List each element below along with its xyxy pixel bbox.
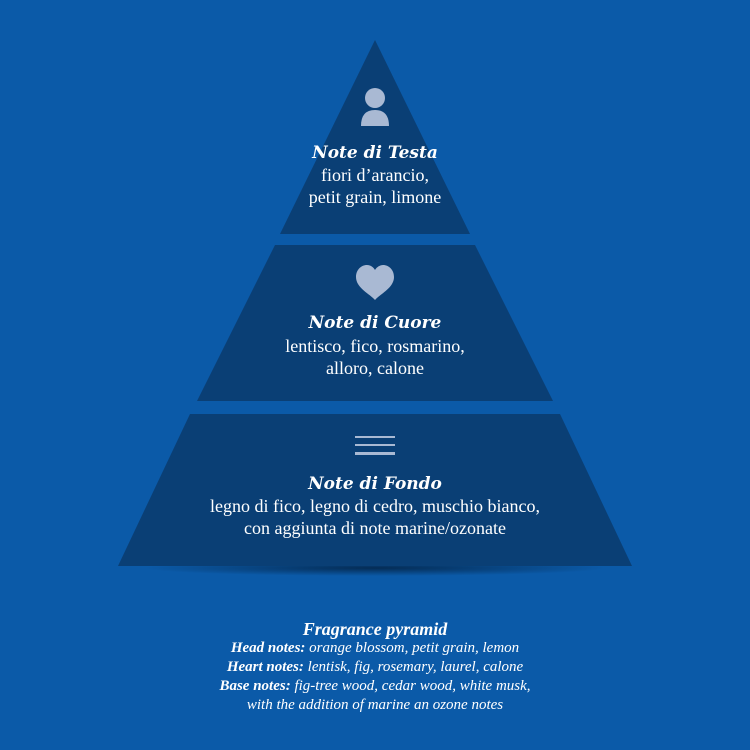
caption-base-notes-2: with the addition of marine an ozone not…	[246, 697, 504, 713]
bottom-tier-line-1: legno di fico, legno di cedro, muschio b…	[210, 496, 540, 516]
bottom-tier-title: Note di Fondo	[308, 474, 442, 494]
middle-tier-line-2: alloro, calone	[326, 358, 424, 378]
base-label: Base notes:	[219, 678, 291, 694]
head-label: Head notes:	[230, 640, 306, 656]
caption-head-notes: Head notes: orange blossom, petit grain,…	[0, 640, 750, 657]
bottom-tier-line-2: con aggiunta di note marine/ozonate	[244, 518, 506, 538]
heart-text: lentisk, fig, rosemary, laurel, calone	[303, 659, 524, 675]
middle-tier-line-1: lentisco, fico, rosmarino,	[285, 336, 465, 356]
top-tier-title: Note di Testa	[312, 143, 438, 163]
person-icon	[361, 88, 389, 126]
caption-base-notes: Base notes: fig-tree wood, cedar wood, w…	[0, 678, 750, 695]
tier-middle	[197, 245, 553, 401]
caption-heart-notes: Heart notes: lentisk, fig, rosemary, lau…	[0, 659, 750, 676]
heart-label: Heart notes:	[226, 659, 304, 675]
top-tier-line-2: petit grain, limone	[308, 187, 442, 207]
head-text: orange blossom, petit grain, lemon	[305, 640, 520, 656]
lines-icon	[355, 436, 395, 455]
base-text: fig-tree wood, cedar wood, white musk,	[290, 678, 531, 694]
tier-bottom	[118, 414, 632, 566]
middle-tier-title: Note di Cuore	[308, 313, 442, 333]
top-tier-line-1: fiori d’arancio,	[321, 165, 429, 185]
heart-icon	[356, 265, 394, 300]
caption-title: Fragrance pyramid	[302, 619, 448, 639]
tier-top	[280, 40, 470, 234]
